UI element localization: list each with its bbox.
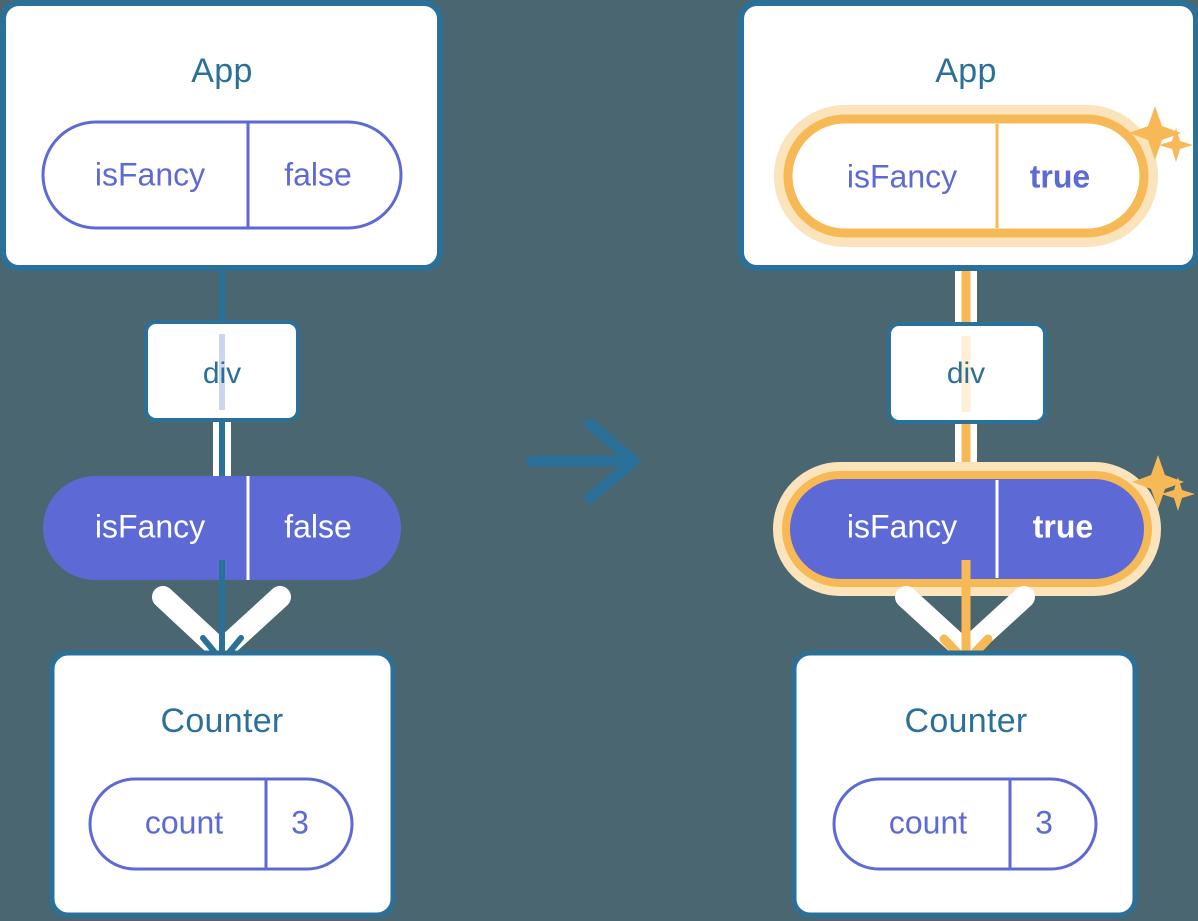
prop-pill-before [43, 476, 401, 580]
app-state-value-before: false [284, 156, 352, 192]
app-title-before: App [191, 52, 252, 90]
panel-before: App isFancy false div isFancy false [0, 0, 443, 918]
prop-pill-key-after: isFancy [847, 508, 957, 544]
arrow-right-icon-head [584, 418, 640, 504]
counter-state-pill-before [88, 777, 354, 871]
app-state-key-after: isFancy [847, 158, 957, 194]
sparkle-icon-app-small [1159, 128, 1193, 162]
counter-state-pill-after [832, 777, 1098, 871]
sparkle-icon-prop-large [1132, 455, 1184, 509]
sparkle-icon [1159, 128, 1193, 162]
app-state-value-after: true [1030, 158, 1090, 194]
sparkle-icon [1161, 477, 1195, 511]
sparkle-icon-prop-small [1161, 477, 1195, 511]
transition-arrow [526, 418, 640, 504]
sparkle-icon [1129, 106, 1181, 160]
counter-title-before: Counter [160, 702, 283, 740]
prop-pill-value-before: false [284, 508, 352, 544]
prop-pill-key-before: isFancy [95, 508, 205, 544]
prop-pill-value-after: true [1033, 508, 1093, 544]
counter-title-after: Counter [904, 702, 1027, 740]
div-node-label-before: div [203, 357, 241, 390]
counter-state-key-before: count [145, 804, 223, 840]
app-state-key-before: isFancy [95, 156, 205, 192]
sparkle-icon [1132, 455, 1184, 509]
app-state-pill-after [783, 114, 1149, 238]
counter-state-value-before: 3 [291, 804, 309, 840]
counter-state-value-after: 3 [1035, 804, 1053, 840]
panel-after: App isFancy true div isFancy true [738, 0, 1198, 918]
counter-state-key-after: count [889, 804, 967, 840]
app-title-after: App [935, 52, 996, 90]
app-state-pill-glow-after [774, 105, 1158, 247]
app-state-pill-before [41, 120, 403, 230]
div-node-label-after: div [947, 357, 985, 390]
sparkle-icon-app-large [1129, 106, 1181, 160]
